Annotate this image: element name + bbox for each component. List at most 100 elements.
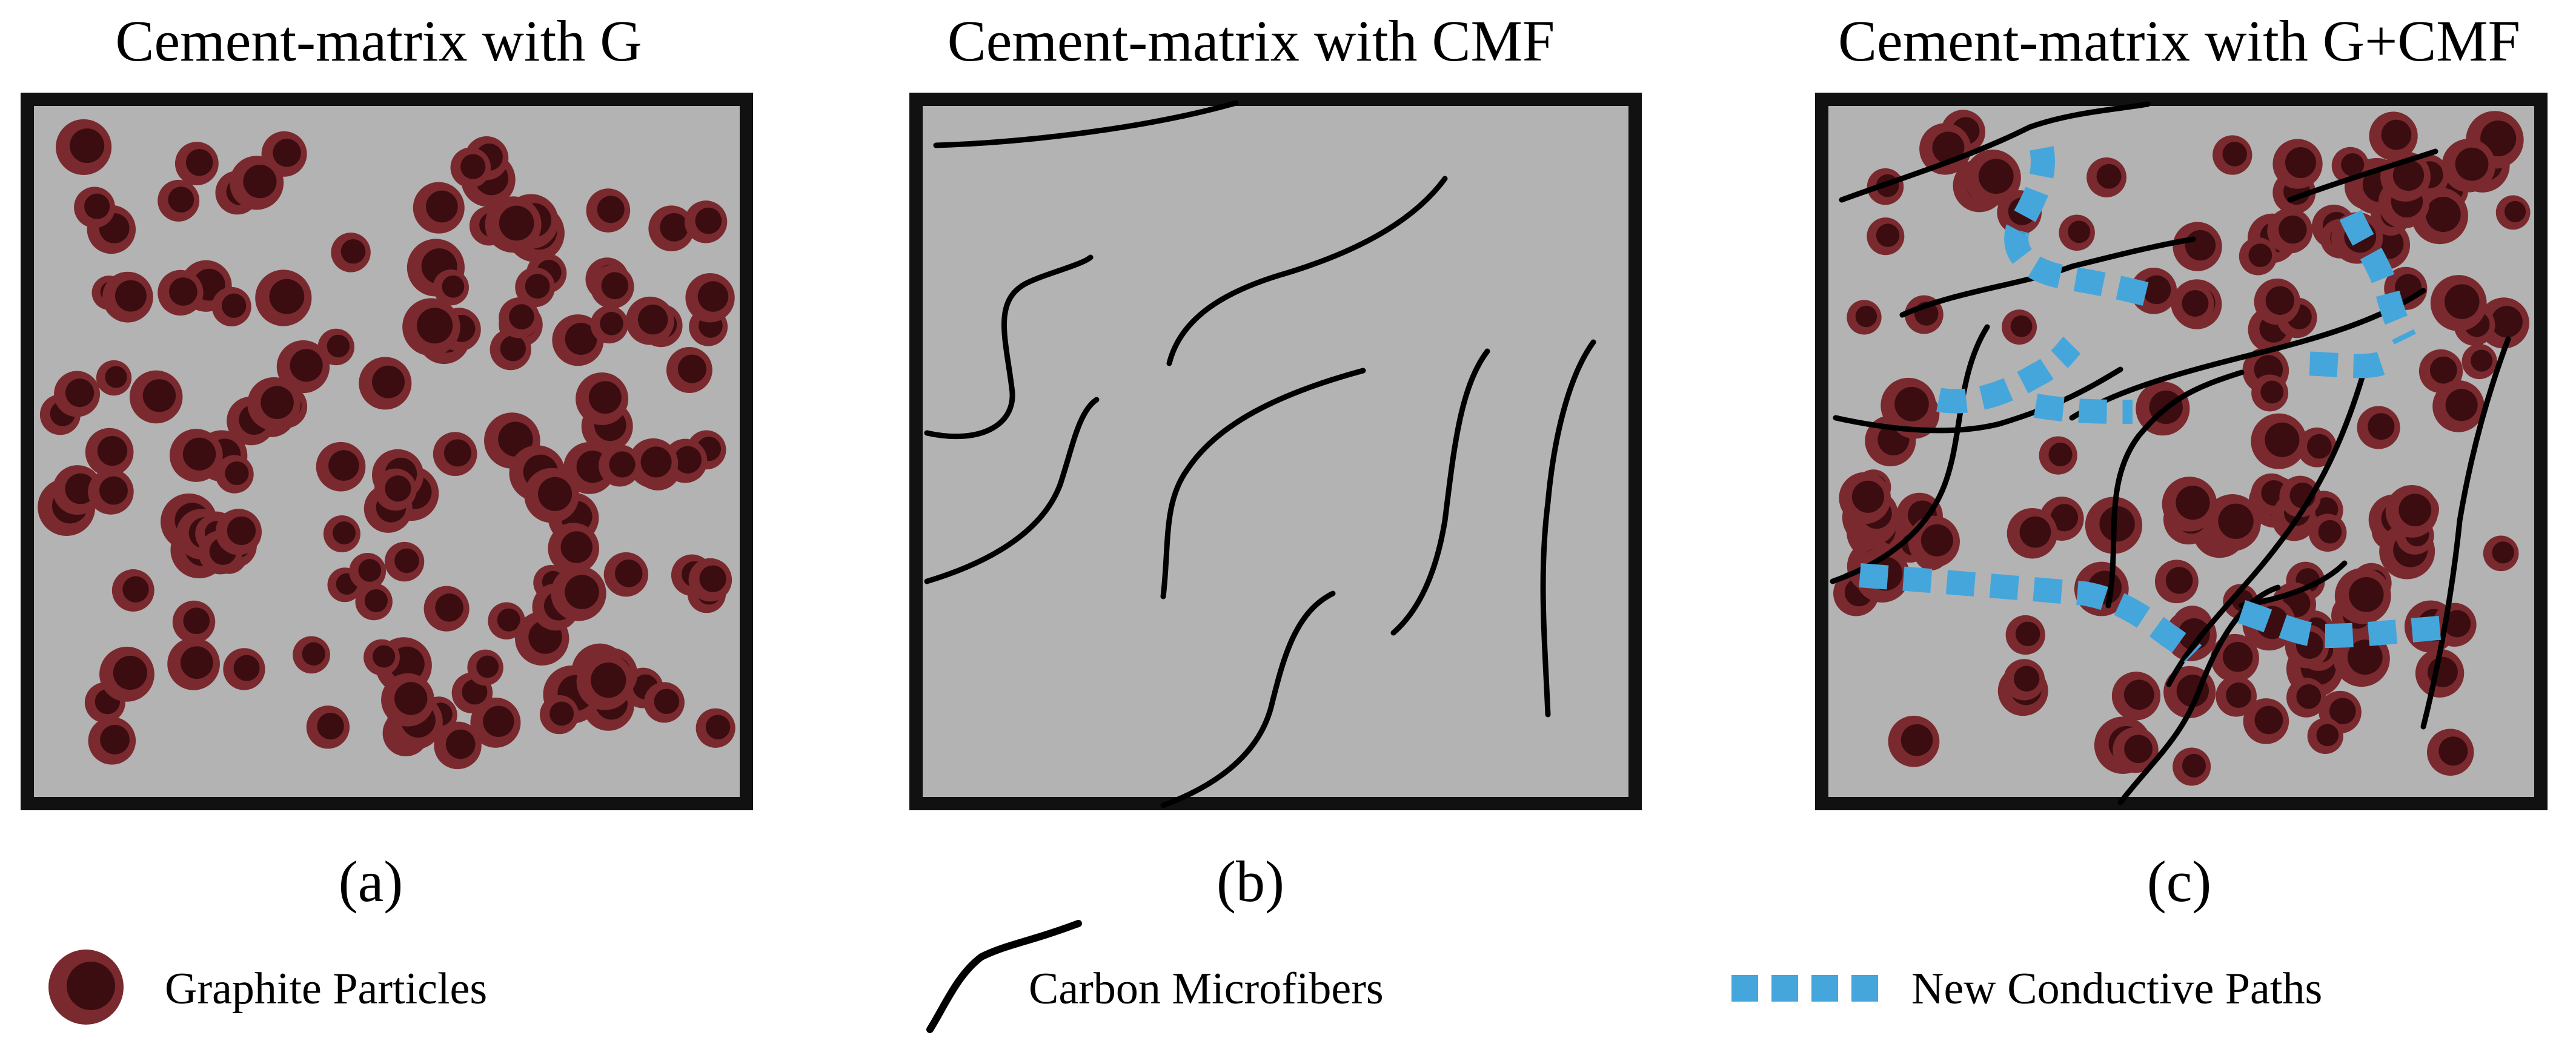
graphite-particle-icon [48, 950, 124, 1025]
microfiber [2239, 560, 2348, 609]
graphite-particle [539, 695, 579, 735]
panel-b [909, 93, 1642, 810]
graphite-particle [625, 296, 674, 345]
graphite-particle [384, 541, 425, 582]
graphite-particle [276, 340, 330, 394]
legend-path-label: New Conductive Paths [1911, 964, 2322, 1014]
graphite-particle [2239, 237, 2277, 276]
microfiber [1839, 101, 2151, 203]
graphite-particle [551, 566, 606, 621]
panel-c [1815, 93, 2548, 810]
graphite-particle [2308, 514, 2347, 552]
graphite-particle [355, 583, 393, 621]
graphite-particle [2203, 494, 2261, 552]
graphite-particle [316, 441, 366, 492]
graphite-particle [96, 360, 132, 396]
graphite-particle [2059, 214, 2095, 251]
graphite-particle [2111, 672, 2161, 721]
graphite-particle [586, 188, 631, 233]
microfiber [1833, 366, 2123, 434]
microfiber [1540, 339, 1596, 718]
graphite-particle [648, 205, 695, 252]
graphite-particle [230, 156, 284, 210]
graphite-particle [88, 717, 136, 765]
graphite-particle [2286, 678, 2326, 718]
graphite-particle [158, 269, 204, 316]
graphite-particle [450, 147, 491, 188]
graphite-particle [684, 200, 728, 243]
graphite-particle [56, 119, 112, 175]
graphite-particle [2171, 283, 2214, 326]
panel-a [21, 93, 753, 810]
graphite-particle [111, 569, 154, 612]
graphite-particle [74, 187, 115, 228]
panel-c-carbon-microfibers [1830, 101, 2511, 805]
graphite-particle [2213, 135, 2252, 175]
graphite-particle [2005, 615, 2045, 655]
graphite-particle [2442, 139, 2495, 193]
graphite-particle [331, 233, 371, 273]
panel-b-caption: (b) [1217, 849, 1284, 914]
graphite-particle [499, 297, 540, 339]
graphite-particle [685, 273, 735, 323]
graphite-particle [52, 465, 102, 515]
microfiber [1166, 176, 1448, 366]
graphite-particle [2385, 484, 2438, 538]
graphite-particle [102, 271, 153, 323]
microfiber [2287, 148, 2438, 203]
graphite-particle [433, 432, 477, 477]
graphite-particle [255, 269, 312, 326]
graphite-particle [688, 558, 732, 602]
graphite-particle [223, 648, 265, 690]
legend-fiber-label: Carbon Microfibers [1029, 964, 1384, 1014]
graphite-particle [2162, 477, 2217, 532]
microfiber [2166, 372, 2366, 687]
graphite-particle [2254, 279, 2300, 325]
graphite-particle [1839, 472, 1891, 524]
graphite-particle [433, 269, 470, 306]
graphite-particle [2251, 374, 2289, 412]
carbon-microfiber-icon [926, 920, 1082, 1033]
graphite-particle [2461, 343, 2497, 380]
graphite-particle [576, 653, 634, 710]
graphite-particle [2154, 560, 2199, 604]
microfiber [924, 397, 1100, 584]
graphite-particle [2039, 436, 2077, 475]
graphite-particle [643, 682, 685, 723]
graphite-particle [215, 455, 254, 494]
graphite-particle [2267, 208, 2313, 254]
graphite-particle [169, 429, 223, 482]
graphite-particle [2251, 413, 2307, 469]
graphite-particle [2216, 675, 2257, 717]
graphite-particle [524, 467, 579, 523]
graphite-particle [1919, 123, 1971, 175]
conductive-path [2004, 146, 2160, 309]
graphite-particle [174, 142, 219, 185]
graphite-particle [599, 444, 641, 487]
graphite-particle [306, 705, 350, 749]
graphite-particle [323, 515, 360, 553]
graphite-particle [374, 468, 417, 511]
graphite-particle [2165, 609, 2217, 661]
graphite-particle [1888, 715, 1940, 767]
graphite-particle [467, 649, 503, 686]
graphite-particle [2173, 222, 2222, 271]
graphite-particle [2086, 157, 2127, 197]
graphite-particle [576, 372, 629, 426]
graphite-particle [215, 509, 262, 555]
graphite-particle [2272, 139, 2323, 189]
graphite-particle [381, 673, 434, 727]
graphite-particle [603, 552, 649, 597]
graphite-particle [2003, 659, 2045, 701]
graphite-particle [54, 371, 101, 417]
legend-graphite-label: Graphite Particles [165, 964, 487, 1014]
graphite-particle [349, 552, 387, 590]
graphite-particle [2369, 111, 2418, 160]
graphite-particle [2173, 747, 2211, 786]
graphite-particle [363, 639, 400, 676]
graphite-particle [167, 637, 220, 690]
graphite-particle [99, 646, 154, 702]
microfiber [1160, 590, 1336, 808]
graphite-particle [413, 182, 465, 234]
microfiber [1830, 324, 1990, 584]
